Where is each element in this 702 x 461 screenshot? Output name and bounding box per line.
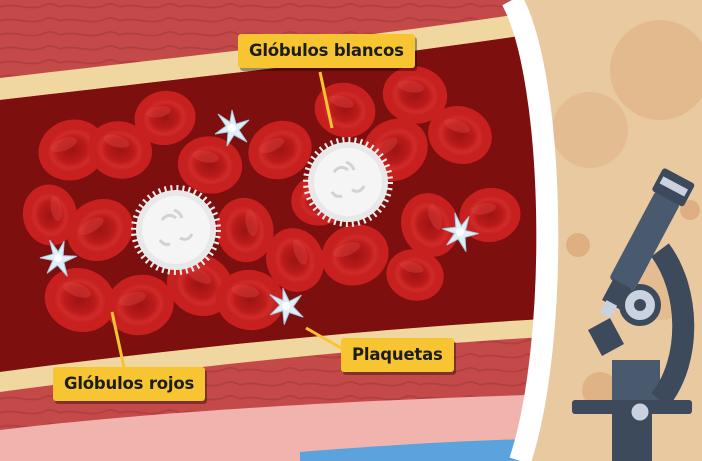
label-red-blood-cells: Glóbulos rojos	[53, 367, 205, 401]
label-white-blood-cells: Glóbulos blancos	[238, 34, 415, 68]
label-platelets: Plaquetas	[341, 338, 454, 372]
